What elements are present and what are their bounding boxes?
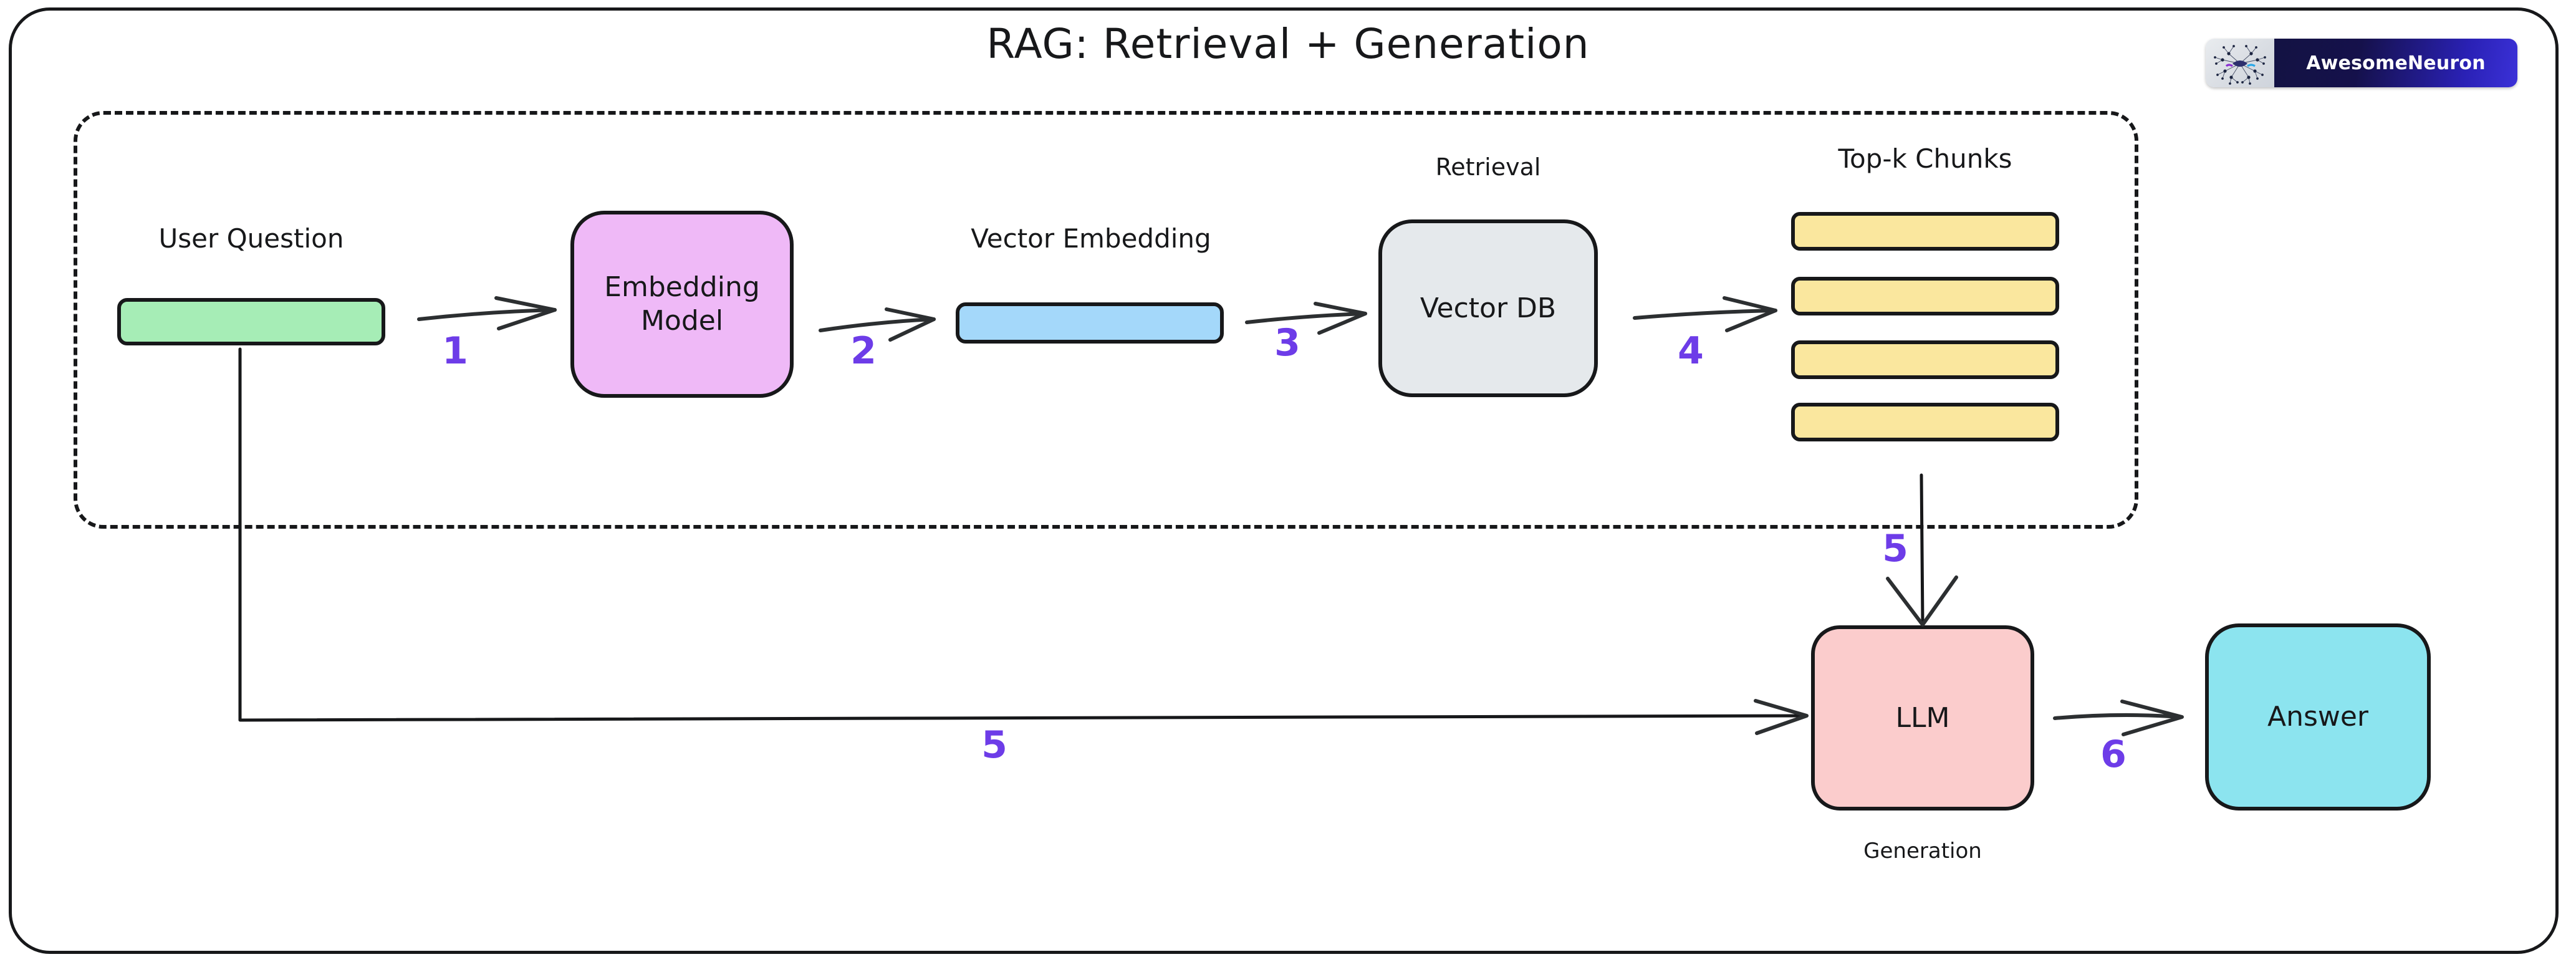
llm-node[interactable]: LLM [1811, 625, 2034, 811]
step-number-1: 1 [442, 329, 468, 373]
step-number-5-question: 5 [981, 723, 1007, 767]
user-question-box[interactable] [117, 298, 385, 345]
vector-db-node[interactable]: Vector DB [1378, 219, 1598, 397]
chunk-bar[interactable] [1791, 340, 2059, 379]
generation-caption: Generation [1863, 839, 1982, 864]
user-question-label: User Question [158, 223, 344, 254]
neuron-network-icon [2206, 39, 2274, 87]
llm-label: LLM [1895, 701, 1950, 734]
chunk-bar[interactable] [1791, 277, 2059, 315]
vector-embedding-box[interactable] [956, 302, 1224, 344]
vector-embedding-label: Vector Embedding [971, 223, 1211, 254]
chunk-bar[interactable] [1791, 212, 2059, 251]
embedding-model-line-2: Model [640, 305, 724, 337]
step-number-4: 4 [1678, 329, 1704, 373]
brand-name: AwesomeNeuron [2274, 39, 2517, 87]
chunk-bar[interactable] [1791, 403, 2059, 441]
step-number-2: 2 [850, 329, 877, 373]
embedding-model-node[interactable]: Embedding Model [570, 211, 794, 398]
step-number-6: 6 [2100, 733, 2127, 776]
retrieval-caption: Retrieval [1435, 153, 1541, 181]
step-number-5-chunks: 5 [1882, 527, 1908, 570]
answer-label: Answer [2267, 701, 2369, 733]
outer-frame [9, 7, 2559, 954]
page-title: RAG: Retrieval + Generation [986, 20, 1590, 68]
answer-node[interactable]: Answer [2205, 623, 2431, 811]
vector-db-label: Vector DB [1420, 292, 1557, 324]
top-k-chunks-label: Top-k Chunks [1838, 143, 2012, 174]
step-number-3: 3 [1274, 321, 1300, 365]
embedding-model-line-1: Embedding [604, 271, 760, 304]
brand-badge[interactable]: AwesomeNeuron [2206, 39, 2517, 87]
